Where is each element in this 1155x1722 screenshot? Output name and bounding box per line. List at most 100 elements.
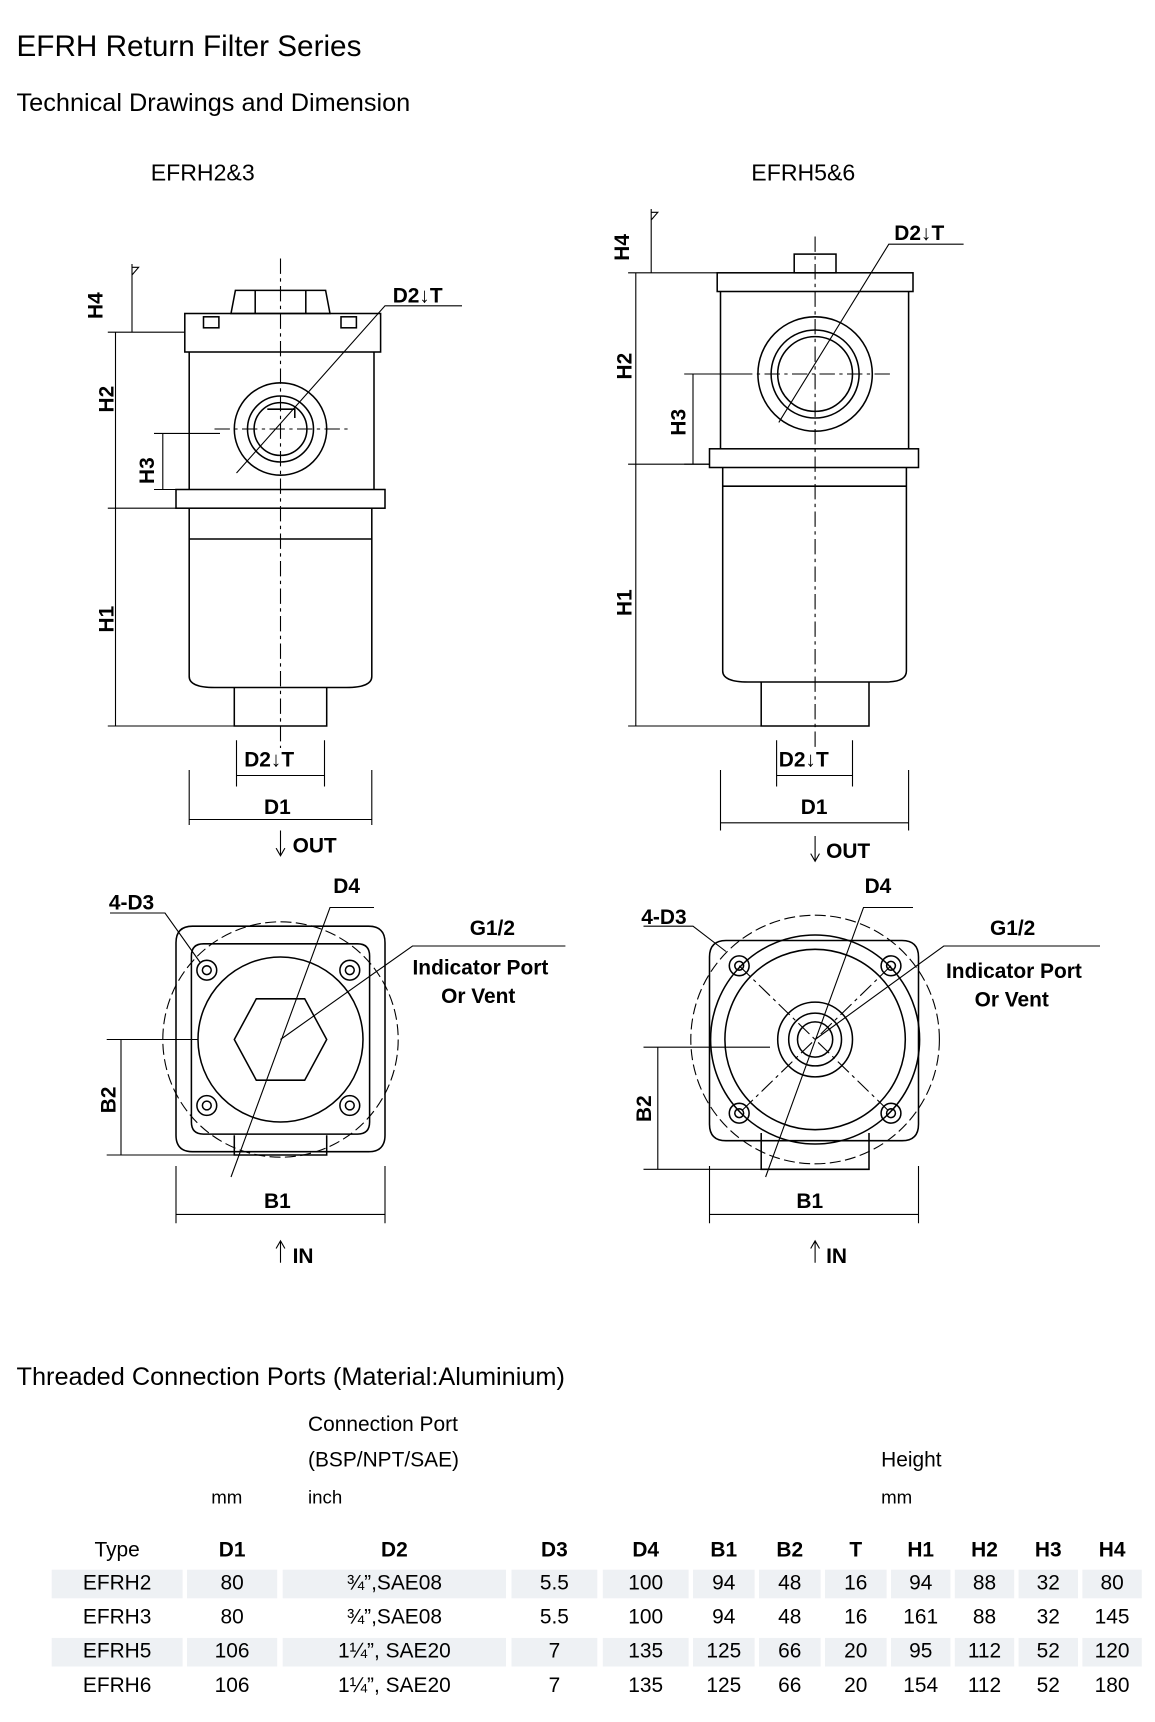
unit-mm-height: mm [881,1487,913,1509]
table-cell: EFRH2 [51,1569,183,1599]
indicator-port-label-right: Indicator Port [946,960,1082,983]
table-cell: 125 [706,1674,742,1698]
table-cell: 94 [891,1569,951,1599]
table-cell: 106 [187,1637,278,1667]
table-cell: ¾”,SAE08 [346,1606,442,1630]
dim-h1: H1 [95,605,118,632]
g12-label: G1/2 [470,917,515,940]
dim-4-d3-right: 4-D3 [641,906,686,929]
table-cell: 180 [1094,1674,1130,1698]
table-cell: 95 [891,1637,951,1667]
table-cell: 66 [778,1674,802,1698]
table-cell: 52 [1036,1674,1060,1698]
dim-b1: B1 [264,1190,291,1213]
or-vent-label-right: Or Vent [975,989,1049,1012]
table-cell: 88 [972,1606,997,1630]
column-header: B2 [776,1538,804,1562]
side-view-efrh2-3 [107,258,463,857]
dim-d1-right: D1 [801,796,828,819]
out-label: OUT [293,835,337,858]
dim-b1-right: B1 [796,1190,823,1213]
table-cell: 52 [1018,1637,1078,1667]
column-header: T [849,1538,863,1562]
indicator-port-label: Indicator Port [413,957,549,980]
dim-h1-right: H1 [613,589,636,616]
unit-inch: inch [308,1487,343,1509]
dim-4-d3: 4-D3 [109,892,154,915]
table-cell: 32 [1018,1569,1078,1599]
table-cell: 100 [628,1606,664,1630]
table-cell: 5.5 [539,1606,569,1630]
in-label-right: IN [826,1245,847,1268]
dim-h2: H2 [95,386,118,413]
model-label-left: EFRH2&3 [150,160,255,186]
dim-b2: B2 [98,1086,121,1113]
table-cell: 88 [954,1569,1015,1599]
dim-b2-right: B2 [633,1095,656,1122]
side-view-efrh5-6 [628,209,964,863]
model-label-right: EFRH5&6 [751,160,856,186]
unit-mm: mm [211,1487,243,1509]
table-cell: 16 [825,1569,887,1599]
out-label-right: OUT [826,840,870,863]
dim-d1: D1 [264,796,291,819]
table-cell: 135 [628,1674,664,1698]
technical-drawings: H4 H2 H3 H1 D2↓T D2↓T D1 OUT H4 [84,209,1101,1268]
dim-h4-right: H4 [611,234,634,261]
dim-h3: H3 [136,457,159,484]
in-label: IN [293,1245,314,1268]
column-header: D4 [632,1538,660,1562]
table-cell: 135 [602,1637,689,1667]
dim-d4-right: D4 [865,875,892,898]
table-cell: 5.5 [511,1569,598,1599]
dim-d2t-top: D2↓T [393,285,443,308]
table-cell: 20 [825,1637,887,1667]
column-header: Type [94,1538,140,1562]
column-header: H1 [907,1538,935,1562]
table-cell: 48 [759,1569,821,1599]
table-cell: 48 [778,1606,802,1630]
table-cell: EFRH3 [82,1606,152,1630]
table-cell: 154 [903,1674,939,1698]
dim-h4: H4 [84,292,107,319]
column-header: H2 [971,1538,998,1562]
table-cell: EFRH5 [51,1637,183,1667]
table-cell: 20 [844,1674,868,1698]
table-title: Threaded Connection Ports (Material:Alum… [16,1361,565,1391]
group-connection-port: Connection Port [308,1413,458,1437]
table-cell: 80 [1082,1569,1142,1599]
table-cell: 120 [1082,1637,1142,1667]
g12-label-right: G1/2 [990,917,1035,940]
table-cell: 16 [844,1606,868,1630]
group-connection-standard: (BSP/NPT/SAE) [308,1448,459,1472]
table-cell: 94 [712,1606,736,1630]
dim-h3-right: H3 [667,409,690,436]
table-cell: 161 [903,1606,939,1630]
column-header: B1 [710,1538,738,1562]
table-cell: ¾”,SAE08 [282,1569,506,1599]
table-cell: 112 [967,1674,1002,1698]
table-cell: 7 [548,1674,561,1698]
table-cell: 80 [220,1606,244,1630]
table-cell: 80 [187,1569,278,1599]
column-header: H3 [1034,1538,1062,1562]
table-cell: 1¼”, SAE20 [282,1637,506,1667]
table-cell: 94 [693,1569,755,1599]
dim-d2t-bottom: D2↓T [244,749,294,772]
top-view-efrh5-6 [643,906,1101,1263]
table-cell: 1¼”, SAE20 [337,1674,451,1698]
group-height: Height [881,1448,942,1472]
table-cell: 106 [214,1674,250,1698]
page-title: EFRH Return Filter Series [16,29,362,63]
table-cell: 100 [602,1569,689,1599]
table-cell: EFRH6 [82,1674,152,1698]
table-cell: 66 [759,1637,821,1667]
column-header: D1 [218,1538,246,1562]
table-cell: 7 [511,1637,598,1667]
dim-d2t-bottom-right: D2↓T [779,749,829,772]
table-cell: 145 [1094,1606,1130,1630]
dim-d4: D4 [333,875,360,898]
section-subtitle: Technical Drawings and Dimension [16,88,411,117]
column-header: D2 [380,1538,408,1562]
